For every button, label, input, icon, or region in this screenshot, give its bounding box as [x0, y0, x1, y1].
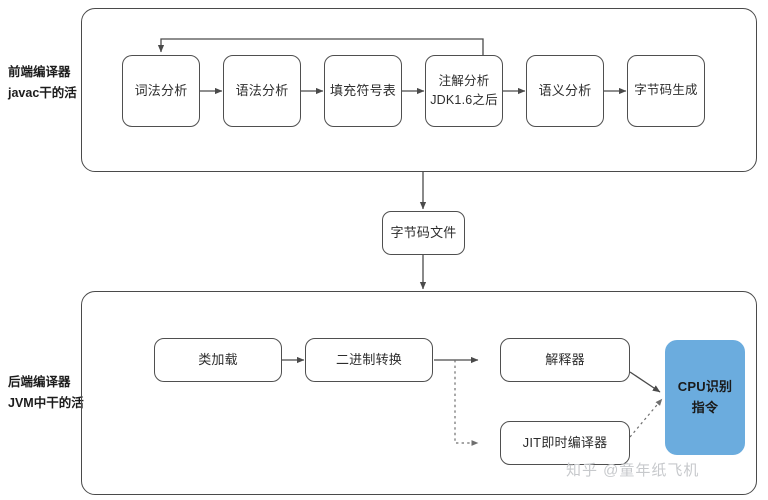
node-annotation-analysis-sublabel: JDK1.6之后: [430, 93, 498, 107]
node-fill-symbol-table-label: 填充符号表: [329, 82, 396, 98]
node-binary-conversion-label: 二进制转换: [335, 351, 402, 367]
node-fill-symbol-table[interactable]: 填充符号表: [324, 55, 402, 127]
node-binary-conversion[interactable]: 二进制转换: [305, 338, 433, 382]
node-syntax-analysis-label: 语法分析: [235, 82, 289, 98]
node-bytecode-generation[interactable]: 字节码生成: [627, 55, 705, 127]
frontend-label-line2: javac干的活: [8, 86, 77, 101]
node-semantic-analysis-label: 语义分析: [538, 82, 592, 98]
backend-label-line2: JVM中干的活: [8, 396, 84, 411]
frontend-label-line1: 前端编译器: [8, 65, 71, 79]
frontend-compiler-container: [81, 8, 757, 172]
backend-compiler-container: [81, 291, 757, 495]
node-cpu-instructions-label-line1: CPU识别: [677, 379, 733, 395]
node-bytecode-file-label: 字节码文件: [390, 224, 457, 240]
node-bytecode-file[interactable]: 字节码文件: [382, 211, 465, 255]
node-semantic-analysis[interactable]: 语义分析: [526, 55, 604, 127]
backend-side-label: 后端编译器 JVM中干的活: [8, 372, 84, 415]
node-interpreter[interactable]: 解释器: [500, 338, 630, 382]
node-bytecode-generation-label: 字节码生成: [634, 83, 698, 98]
node-lexical-analysis[interactable]: 词法分析: [122, 55, 200, 127]
node-interpreter-label: 解释器: [545, 351, 585, 367]
node-class-loading-label: 类加载: [198, 351, 238, 367]
watermark-text: 知乎 @童年纸飞机: [566, 462, 700, 479]
node-syntax-analysis[interactable]: 语法分析: [223, 55, 301, 127]
node-jit-compiler-label: JIT即时编译器: [522, 434, 608, 450]
frontend-side-label: 前端编译器 javac干的活: [8, 62, 77, 105]
backend-label-line1: 后端编译器: [8, 375, 71, 389]
node-cpu-instructions-label-line2: 指令: [691, 399, 719, 415]
node-jit-compiler[interactable]: JIT即时编译器: [500, 421, 630, 465]
node-annotation-analysis-label: 注解分析: [438, 73, 490, 88]
node-class-loading[interactable]: 类加载: [154, 338, 282, 382]
node-lexical-analysis-label: 词法分析: [134, 82, 188, 98]
node-annotation-analysis[interactable]: 注解分析 JDK1.6之后: [425, 55, 503, 127]
node-cpu-instructions[interactable]: CPU识别 指令: [665, 340, 745, 455]
